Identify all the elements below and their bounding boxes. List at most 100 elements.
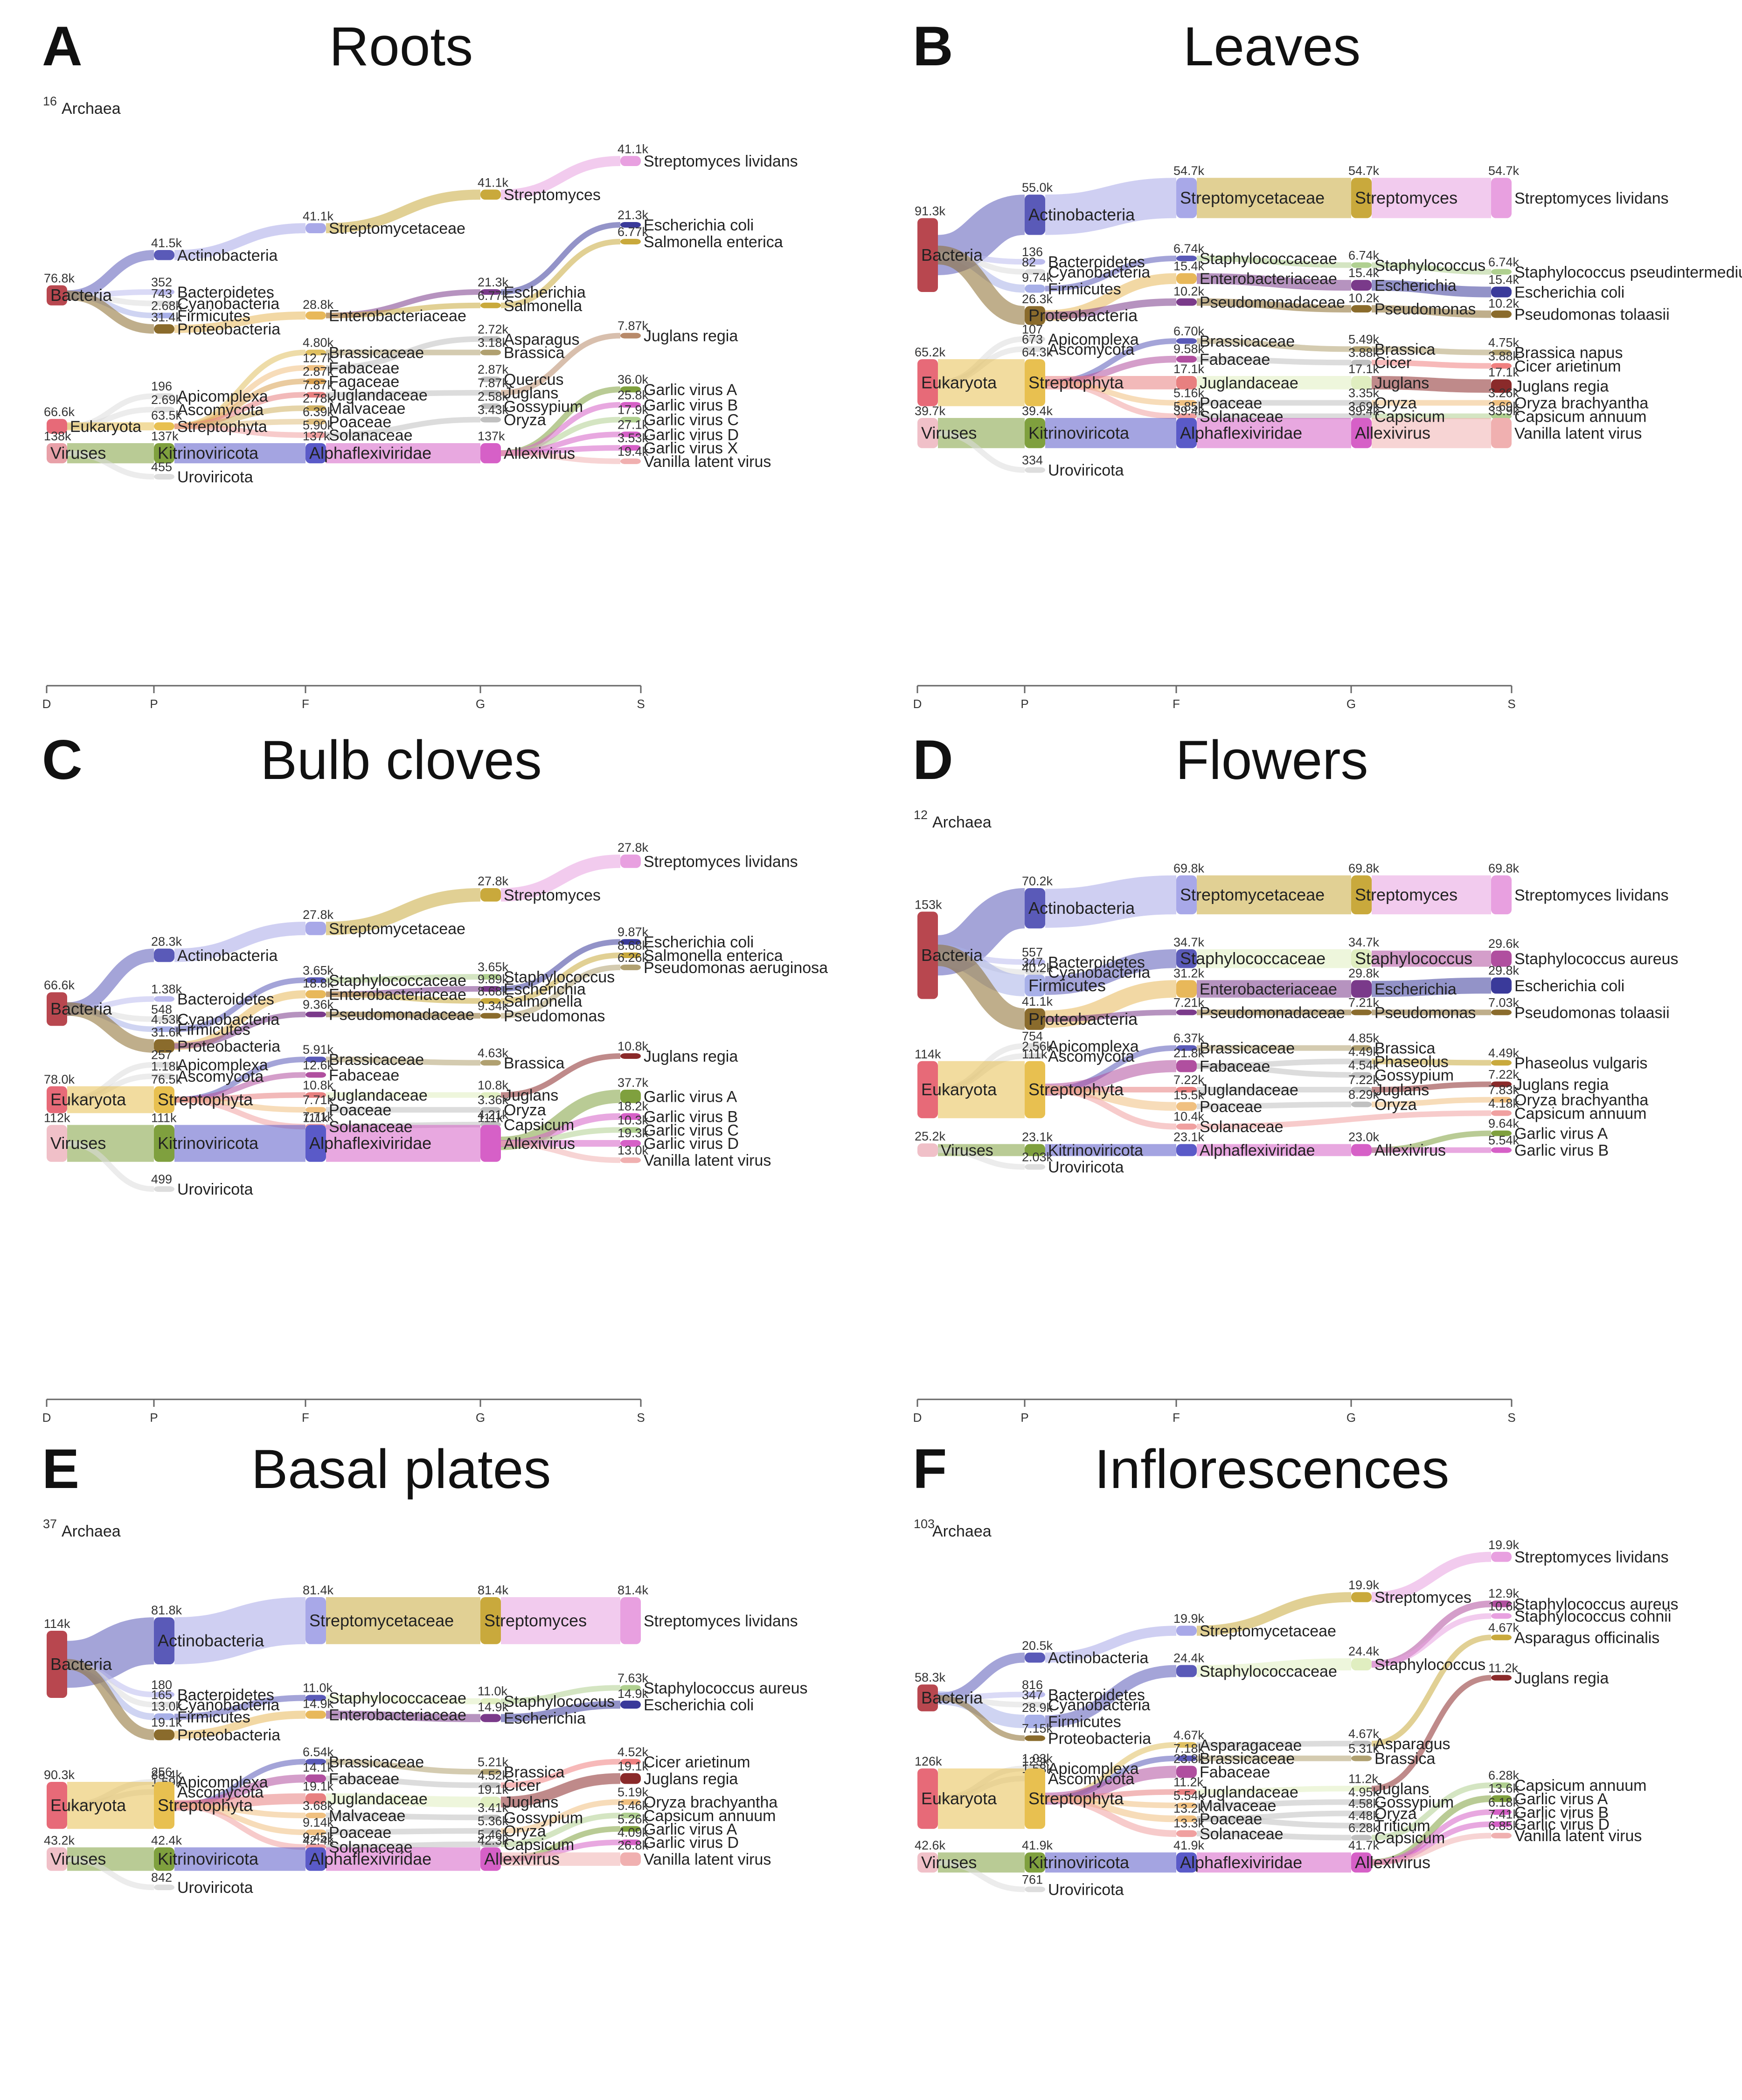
sankey-node[interactable]: [1491, 1097, 1512, 1103]
sankey-node[interactable]: [154, 407, 174, 412]
sankey-node[interactable]: [917, 1684, 938, 1711]
sankey-node[interactable]: [1491, 413, 1512, 419]
sankey-node[interactable]: [1025, 1061, 1045, 1119]
sankey-node[interactable]: [480, 1828, 501, 1834]
sankey-node[interactable]: [620, 1813, 641, 1818]
sankey-node[interactable]: [305, 1847, 326, 1871]
sankey-node[interactable]: [1351, 376, 1372, 389]
sankey-node[interactable]: [154, 1125, 174, 1162]
sankey-node[interactable]: [480, 443, 501, 464]
sankey-node[interactable]: [620, 1113, 641, 1120]
sankey-node[interactable]: [1025, 269, 1045, 275]
sankey-node[interactable]: [480, 336, 501, 342]
sankey-node[interactable]: [1351, 1592, 1372, 1602]
sankey-node[interactable]: [917, 418, 938, 448]
sankey-node[interactable]: [917, 1852, 938, 1873]
sankey-node[interactable]: [305, 1813, 326, 1818]
sankey-node[interactable]: [1176, 1789, 1197, 1795]
sankey-node[interactable]: [1491, 1081, 1512, 1087]
sankey-node[interactable]: [1351, 1810, 1372, 1816]
sankey-node[interactable]: [1351, 1658, 1372, 1670]
sankey-node[interactable]: [305, 1793, 326, 1804]
sankey-node[interactable]: [1176, 980, 1197, 998]
sankey-node[interactable]: [620, 1759, 641, 1765]
sankey-node[interactable]: [620, 1685, 641, 1691]
sankey-node[interactable]: [1176, 1009, 1197, 1015]
sankey-node[interactable]: [1025, 259, 1045, 265]
sankey-node[interactable]: [1176, 1815, 1197, 1822]
sankey-node[interactable]: [620, 445, 641, 451]
sankey-node[interactable]: [305, 1829, 326, 1835]
sankey-node[interactable]: [620, 1852, 641, 1866]
sankey-node[interactable]: [480, 888, 501, 902]
sankey-node[interactable]: [480, 1060, 501, 1066]
sankey-node[interactable]: [154, 1729, 174, 1740]
sankey-node[interactable]: [1491, 400, 1512, 406]
sankey-node[interactable]: [1176, 400, 1197, 406]
sankey-node[interactable]: [1491, 1130, 1512, 1136]
sankey-node[interactable]: [305, 1774, 326, 1783]
sankey-node[interactable]: [1025, 959, 1045, 965]
sankey-node[interactable]: [1351, 875, 1372, 915]
sankey-node[interactable]: [305, 405, 326, 411]
sankey-node[interactable]: [1176, 298, 1197, 306]
sankey-node[interactable]: [47, 1631, 67, 1698]
sankey-node[interactable]: [620, 386, 641, 393]
sankey-node[interactable]: [480, 1815, 501, 1821]
sankey-node[interactable]: [1491, 875, 1512, 915]
sankey-node[interactable]: [47, 1125, 67, 1162]
sankey-node[interactable]: [1176, 875, 1197, 915]
sankey-node[interactable]: [1025, 1715, 1045, 1728]
sankey-node[interactable]: [480, 289, 501, 295]
sankey-node[interactable]: [1351, 413, 1372, 419]
sankey-node[interactable]: [305, 990, 326, 999]
sankey-node[interactable]: [154, 1086, 174, 1113]
sankey-node[interactable]: [1176, 355, 1197, 363]
sankey-node[interactable]: [480, 1841, 501, 1847]
sankey-node[interactable]: [305, 922, 326, 935]
sankey-node[interactable]: [480, 417, 501, 423]
sankey-node[interactable]: [1351, 1740, 1372, 1746]
sankey-node[interactable]: [1351, 418, 1372, 448]
sankey-node[interactable]: [305, 1011, 326, 1017]
sankey-node[interactable]: [1025, 1053, 1045, 1059]
sankey-node[interactable]: [620, 1839, 641, 1845]
sankey-node[interactable]: [480, 189, 501, 200]
sankey-node[interactable]: [480, 403, 501, 409]
sankey-node[interactable]: [1351, 280, 1372, 291]
sankey-node[interactable]: [620, 431, 641, 438]
sankey-node[interactable]: [480, 1013, 501, 1019]
sankey-node[interactable]: [1351, 1852, 1372, 1873]
sankey-node[interactable]: [1176, 1045, 1197, 1051]
sankey-node[interactable]: [1351, 346, 1372, 352]
sankey-node[interactable]: [154, 1039, 174, 1053]
sankey-node[interactable]: [47, 992, 67, 1026]
sankey-node[interactable]: [1025, 1144, 1045, 1156]
sankey-node[interactable]: [1025, 1043, 1045, 1049]
sankey-node[interactable]: [1351, 1786, 1372, 1792]
sankey-node[interactable]: [305, 223, 326, 233]
sankey-node[interactable]: [1491, 310, 1512, 318]
sankey-node[interactable]: [1176, 178, 1197, 218]
sankey-node[interactable]: [154, 393, 174, 399]
sankey-node[interactable]: [1351, 1835, 1372, 1841]
sankey-node[interactable]: [1025, 306, 1045, 325]
sankey-node[interactable]: [1491, 349, 1512, 355]
sankey-node[interactable]: [1491, 379, 1512, 393]
sankey-node[interactable]: [480, 998, 501, 1004]
sankey-node[interactable]: [480, 1698, 501, 1704]
sankey-node[interactable]: [1351, 400, 1372, 406]
sankey-node[interactable]: [47, 285, 67, 306]
sankey-node[interactable]: [305, 1072, 326, 1078]
sankey-node[interactable]: [620, 964, 641, 970]
sankey-node[interactable]: [1025, 1735, 1045, 1741]
sankey-node[interactable]: [154, 300, 174, 306]
sankey-node[interactable]: [1176, 1665, 1197, 1677]
sankey-node[interactable]: [1025, 1652, 1045, 1663]
sankey-node[interactable]: [1351, 1058, 1372, 1064]
sankey-node[interactable]: [1491, 1613, 1512, 1619]
sankey-node[interactable]: [154, 324, 174, 334]
sankey-node[interactable]: [1351, 1144, 1372, 1156]
sankey-node[interactable]: [305, 1759, 326, 1765]
sankey-node[interactable]: [1025, 346, 1045, 352]
